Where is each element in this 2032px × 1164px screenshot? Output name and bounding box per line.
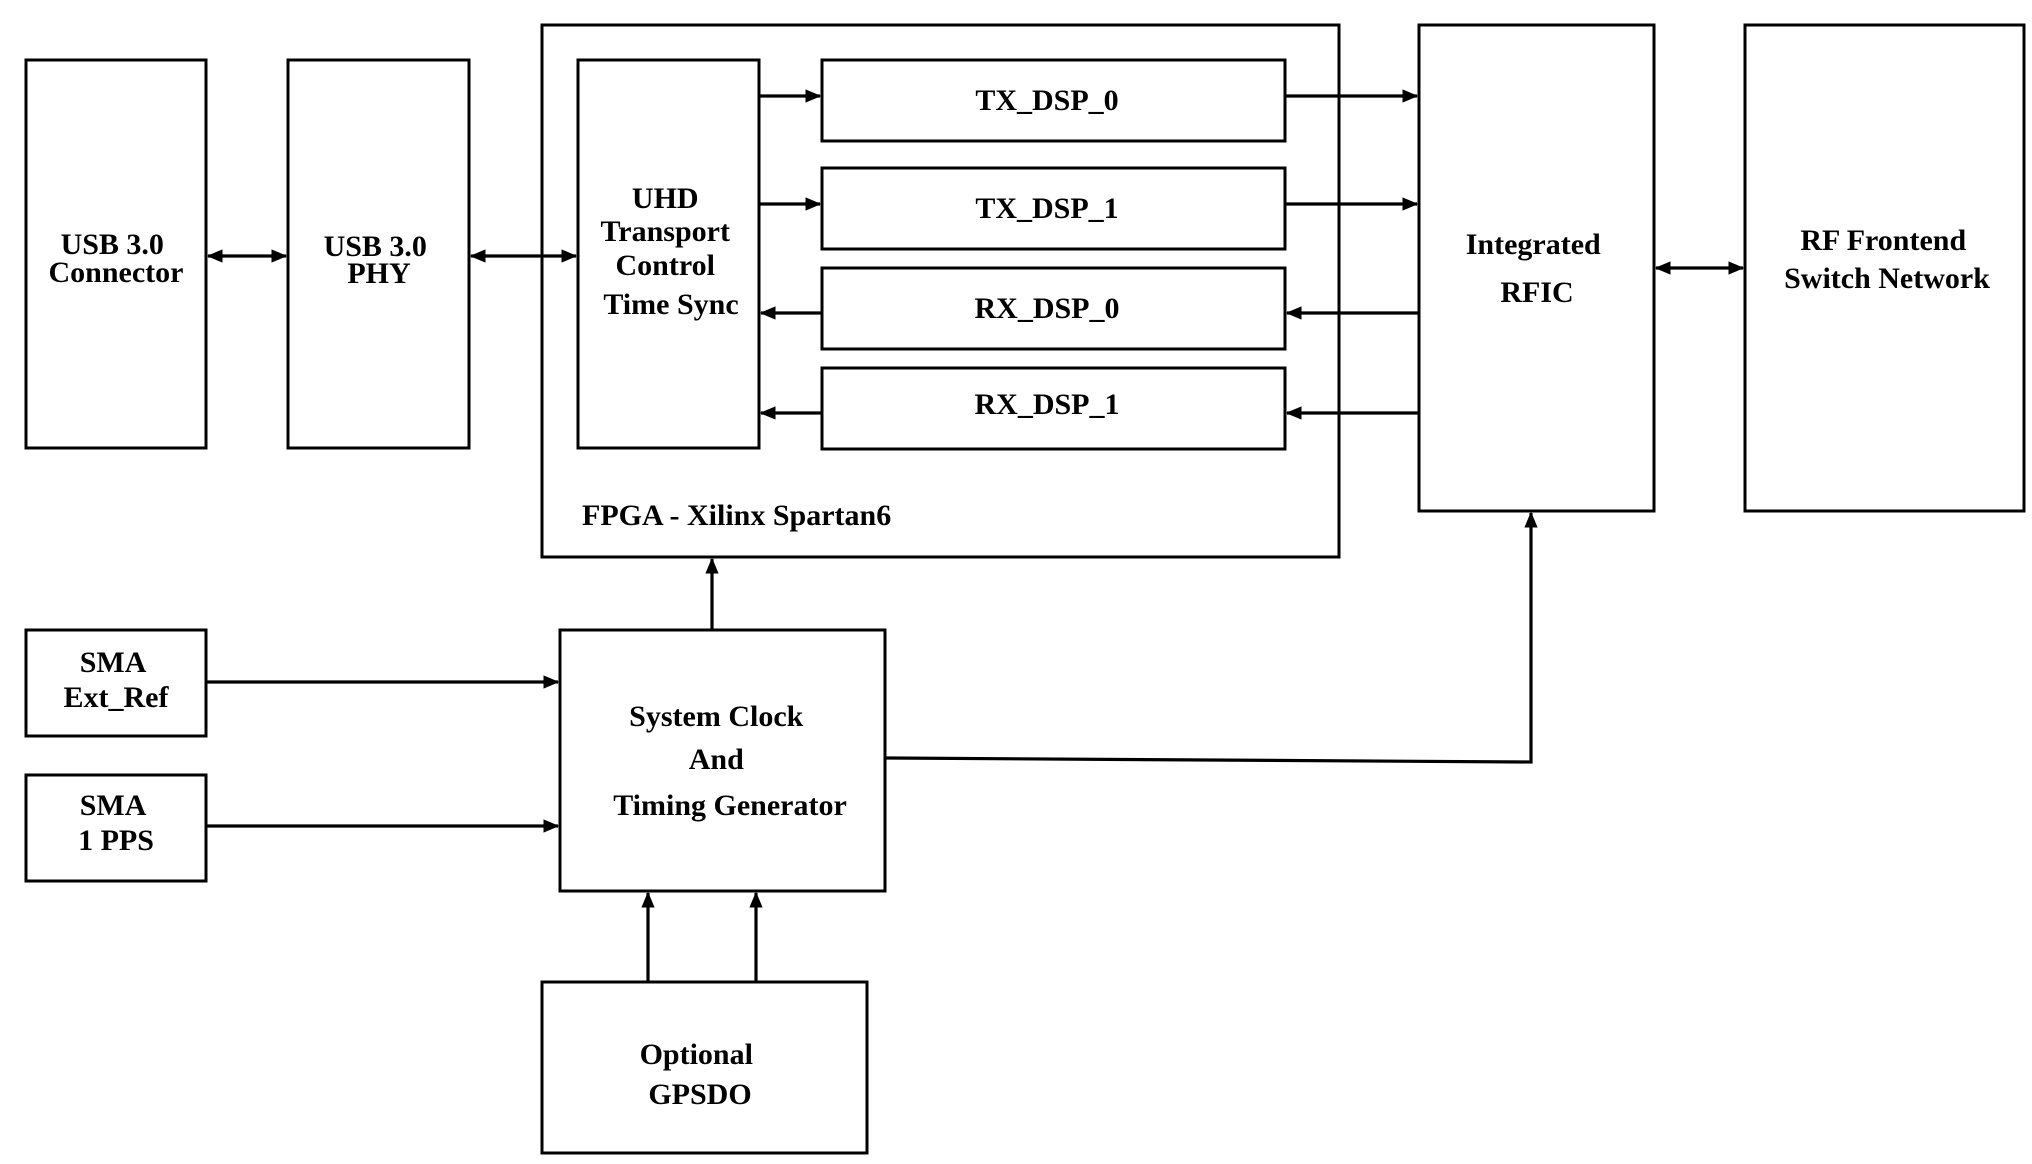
- rfic-label: Integrated RFIC: [1466, 228, 1608, 309]
- usb-connector-block: USB 3.0 Connector: [24, 58, 208, 450]
- tx-dsp-1-label: TX_DSP_1: [975, 192, 1118, 225]
- tx-dsp-0-label: TX_DSP_0: [975, 84, 1118, 117]
- rfic-block: Integrated RFIC: [1417, 23, 1656, 513]
- tx-dsp-1-block: TX_DSP_1: [820, 166, 1287, 251]
- rx-dsp-1-block: RX_DSP_1: [820, 366, 1287, 451]
- usb-connector-label: USB 3.0 Connector: [49, 228, 184, 289]
- uhd-block: UHD Transport Control Time Sync: [576, 58, 761, 450]
- clock-gen-label: System Clock And Timing Generator: [613, 700, 847, 822]
- sma-ext-ref-label: SMA Ext_Ref: [64, 646, 170, 714]
- rf-frontend-label: RF Frontend Switch Network: [1784, 224, 1990, 295]
- usb-phy-label: USB 3.0 PHY: [324, 230, 435, 290]
- clock-gen-block: System Clock And Timing Generator: [558, 628, 887, 893]
- rx-dsp-1-label: RX_DSP_1: [974, 388, 1119, 421]
- rx-dsp-0-block: RX_DSP_0: [820, 266, 1287, 351]
- sma-1pps-label: SMA 1 PPS: [78, 789, 154, 857]
- clock-to-rfic-arrow: [885, 511, 1538, 764]
- sma-ext-ref-block: SMA Ext_Ref: [24, 628, 208, 738]
- rf-frontend-block: RF Frontend Switch Network: [1743, 23, 2026, 513]
- gpsdo-block: Optional GPSDO: [540, 980, 869, 1155]
- rx-dsp-0-label: RX_DSP_0: [974, 292, 1119, 325]
- connections: [206, 89, 1745, 981]
- gpsdo-label: Optional GPSDO: [640, 1038, 761, 1111]
- fpga-label: FPGA - Xilinx Spartan6: [582, 499, 891, 532]
- uhd-label: UHD Transport Control Time Sync: [601, 182, 739, 321]
- sma-1pps-block: SMA 1 PPS: [24, 773, 208, 883]
- usb-phy-block: USB 3.0 PHY: [286, 58, 471, 450]
- tx-dsp-0-block: TX_DSP_0: [820, 58, 1287, 143]
